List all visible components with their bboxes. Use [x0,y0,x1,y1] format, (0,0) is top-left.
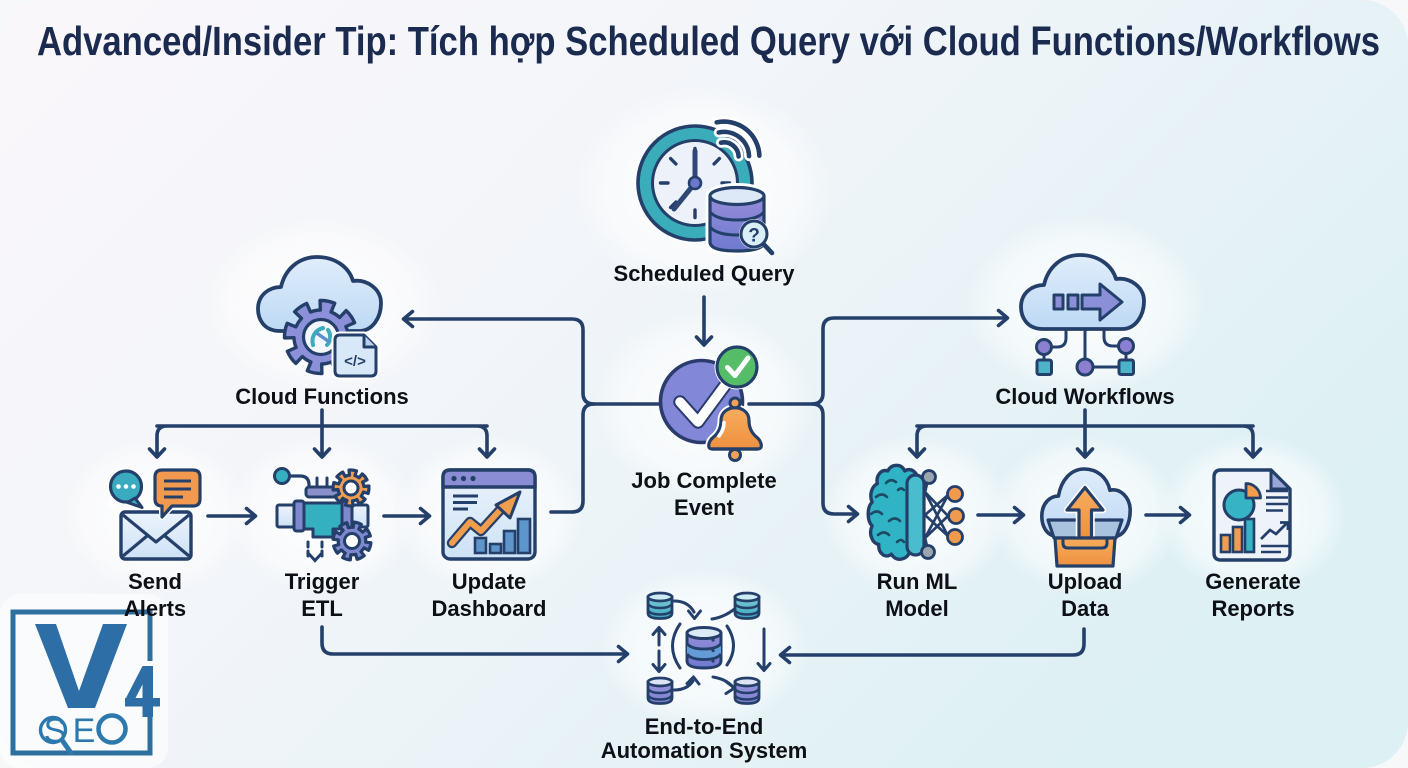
svg-text:Cloud Functions: Cloud Functions [235,384,409,409]
svg-text:E: E [73,712,96,750]
svg-text:Model: Model [885,596,949,621]
svg-text:Job Complete: Job Complete [631,468,776,493]
svg-text:Scheduled Query: Scheduled Query [614,261,796,286]
svg-text:Dashboard: Dashboard [432,596,547,621]
svg-text:?: ? [748,226,760,247]
svg-text:Reports: Reports [1211,596,1294,621]
svg-text:Trigger: Trigger [285,569,360,594]
svg-text:End-to-End: End-to-End [645,714,764,739]
svg-text:ETL: ETL [301,596,343,621]
svg-text:Send: Send [128,569,182,594]
svg-text:</>: </> [344,353,366,370]
svg-text:Run ML: Run ML [877,569,958,594]
svg-text:Alerts: Alerts [124,596,186,621]
svg-text:Event: Event [674,495,735,520]
svg-text:Data: Data [1061,596,1109,621]
svg-text:Cloud Workflows: Cloud Workflows [995,384,1174,409]
svg-text:Advanced/Insider Tip: Tích hợp: Advanced/Insider Tip: Tích hợp Scheduled… [37,18,1380,64]
svg-text:Upload: Upload [1048,569,1123,594]
svg-text:Automation System: Automation System [601,738,808,763]
svg-text:Update: Update [452,569,527,594]
svg-text:Generate: Generate [1205,569,1300,594]
